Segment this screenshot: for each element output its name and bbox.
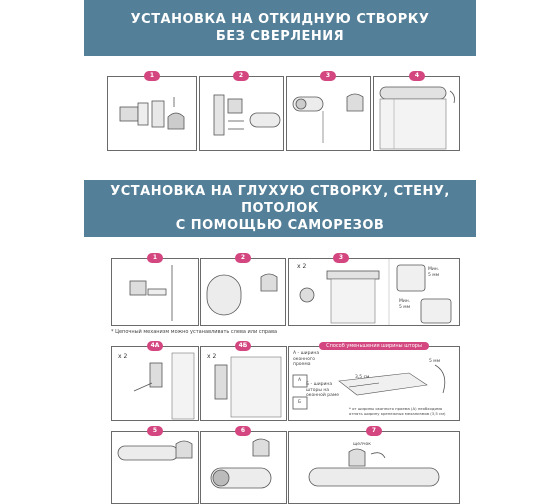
step-4b-qty: x 2	[207, 353, 217, 360]
top-title-line1: УСТАНОВКА НА ОТКИДНУЮ СТВОРКУ	[130, 12, 430, 27]
step-4b-panel: x 2	[200, 346, 287, 421]
mid-step-panel-2	[200, 258, 286, 326]
bracket-4a-illustration	[133, 352, 195, 420]
mid-title-line1: УСТАНОВКА НА ГЛУХУЮ СТВОРКУ, СТЕНУ, ПОТО…	[110, 184, 450, 216]
width-footnote: * от ширины оконного проема (А) необходи…	[349, 406, 446, 416]
label-a-box: А	[298, 378, 302, 383]
roller-insert-illustration	[292, 93, 364, 143]
step-badge-6: 6	[235, 426, 251, 436]
option-b-text-visible: Б - ширина шторы на оконной раме	[306, 382, 339, 398]
mount-to-frame-illustration	[213, 94, 281, 136]
top-step-panel-2	[199, 76, 284, 151]
top-step-panel-4	[373, 76, 460, 151]
snap-in-illustration	[308, 448, 440, 487]
mid-step-badge-3: 3	[333, 253, 349, 263]
mid-section-title: УСТАНОВКА НА ГЛУХУЮ СТВОРКУ, СТЕНУ, ПОТО…	[84, 180, 476, 237]
mid-step-badge-1: 1	[147, 253, 163, 263]
step-4a-panel: x 2	[111, 346, 199, 421]
mount-roller-5-illustration	[117, 440, 193, 461]
top-step-panel-1	[107, 76, 197, 151]
min-value-top: 5 мм	[428, 273, 440, 278]
top-step-badge-3: 3	[320, 71, 336, 81]
roller-bracket-illustration	[206, 273, 278, 316]
top-step-panel-3	[286, 76, 371, 151]
bracket-clip-illustration	[119, 97, 185, 130]
measure-value: 3,5 см	[355, 375, 370, 380]
mid-qty-label: x 2	[297, 263, 307, 270]
mid-step-badge-2: 2	[235, 253, 251, 263]
step-badge-4b: 4Б	[235, 341, 251, 351]
step-7-panel: щелчок	[288, 431, 460, 504]
mount-roller-6-illustration	[210, 438, 272, 489]
bracket-4b-illustration	[214, 356, 282, 418]
step-badge-4a: 4А	[147, 341, 163, 351]
step-5-panel	[111, 431, 199, 504]
mid-step-panel-1	[111, 258, 199, 326]
label-b-box: Б	[298, 400, 302, 405]
step-badge-7: 7	[366, 426, 382, 436]
step-4a-qty: x 2	[118, 353, 128, 360]
chain-note: * Цепочный механизм можно устанавливать …	[111, 329, 278, 335]
top-section-title: УСТАНОВКА НА ОТКИДНУЮ СТВОРКУ БЕЗ СВЕРЛЕ…	[84, 0, 476, 56]
mid-title-line2: С ПОМОЩЬЮ САМОРЕЗОВ	[175, 218, 385, 233]
ceiling-wall-mount-illustration	[299, 259, 452, 325]
snap-label: щелчок	[353, 442, 372, 447]
top-step-badge-4: 4	[409, 71, 425, 81]
top-title-line2: БЕЗ СВЕРЛЕНИЯ	[215, 29, 345, 44]
step-badge-5: 5	[147, 426, 163, 436]
option-a-text: А - ширина оконного проема	[293, 351, 320, 367]
top-step-badge-2: 2	[233, 71, 249, 81]
measure-min-value: 5 мм	[429, 359, 441, 364]
top-step-badge-1: 1	[144, 71, 160, 81]
mid-step-panel-3: x 2 Мин. 5 мм Мин. 5 мм	[288, 258, 460, 326]
min-label-top: Мин.	[428, 267, 440, 272]
width-reduction-header: Способ уменьшения ширины шторы	[319, 342, 429, 350]
min-label-bottom: Мин.	[399, 299, 411, 304]
width-reduction-panel: А Б А - ширина оконного проема Б - ширин…	[288, 346, 460, 421]
width-measure-illustration	[292, 364, 446, 410]
installed-blind-illustration	[379, 86, 455, 150]
step-6-panel	[200, 431, 287, 504]
screw-bracket-illustration	[129, 265, 173, 321]
min-value-bottom: 5 мм	[399, 305, 411, 310]
